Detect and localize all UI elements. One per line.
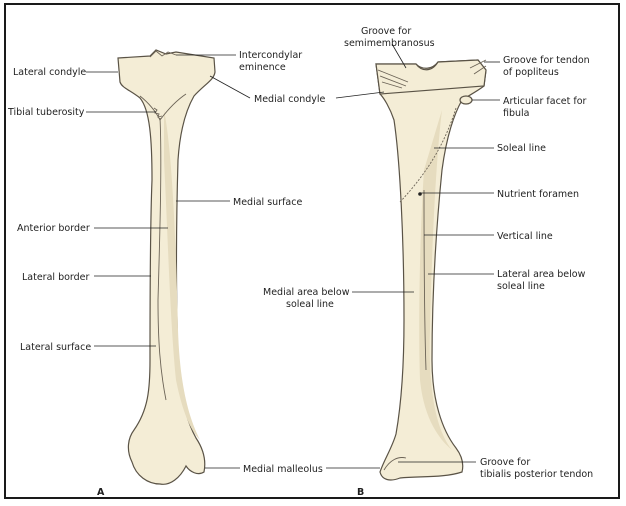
label-fibula-facet-line1: Articular facet for — [503, 96, 587, 107]
label-popliteus-line1: Groove for tendon — [503, 55, 590, 66]
tibia-anterior-outline — [117, 49, 216, 485]
vertical-line-ridge — [423, 189, 427, 371]
tibia-anterior-view — [117, 49, 216, 485]
tibia-posterior-view — [375, 59, 487, 481]
label-medial-condyle: Medial condyle — [254, 94, 326, 105]
label-medial-malleolus: Medial malleolus — [243, 464, 323, 475]
label-vertical-line: Vertical line — [497, 231, 553, 242]
label-tibialis-posterior-line2: tibialis posterior tendon — [480, 469, 593, 480]
tuberosity-outline — [139, 93, 187, 121]
label-intercondylar-line2: eminence — [239, 62, 286, 73]
tibialis-posterior-groove — [383, 457, 407, 471]
label-semimembranosus-line1: Groove for — [361, 26, 411, 37]
view-b-letter: B — [357, 487, 364, 498]
label-medial-area-line1: Medial area below — [263, 287, 350, 298]
label-popliteus-line2: of popliteus — [503, 67, 559, 78]
view-b-labels: Groove for semimembranosus Groove for te… — [263, 26, 593, 498]
intercondylar-eminence-ridge — [149, 50, 177, 58]
anterior-border-ridge — [157, 117, 167, 401]
label-semimembranosus-line2: semimembranosus — [344, 38, 435, 49]
label-lateral-surface: Lateral surface — [20, 342, 91, 353]
tuberosity-texture — [153, 107, 163, 118]
semimembranosus-groove — [377, 69, 409, 89]
label-anterior-border: Anterior border — [17, 223, 90, 234]
label-lateral-border: Lateral border — [22, 272, 90, 283]
label-medial-area-line2: soleal line — [286, 299, 334, 310]
label-nutrient-foramen: Nutrient foramen — [497, 189, 579, 200]
label-medial-surface: Medial surface — [233, 197, 302, 208]
label-intercondylar-line1: Intercondylar — [239, 50, 302, 61]
label-lateral-area-line2: soleal line — [497, 281, 545, 292]
label-lateral-condyle: Lateral condyle — [13, 67, 86, 78]
popliteus-groove — [469, 59, 487, 75]
fibular-facet — [459, 95, 473, 105]
tibia-anterior-shading — [164, 110, 200, 440]
label-tibial-tuberosity: Tibial tuberosity — [7, 107, 85, 118]
soleal-line-ridge — [399, 107, 457, 203]
label-tibialis-posterior-line1: Groove for — [480, 457, 530, 468]
label-soleal-line: Soleal line — [497, 143, 546, 154]
figure-frame — [4, 3, 620, 499]
view-a-leaders — [86, 54, 251, 469]
view-a-letter: A — [97, 487, 105, 498]
view-b-leaders — [326, 43, 500, 469]
label-lateral-area-line1: Lateral area below — [497, 269, 586, 280]
tibia-posterior-shading — [419, 110, 452, 450]
view-a-labels: Lateral condyle Intercondylar eminence T… — [7, 50, 326, 498]
label-fibula-facet-line2: fibula — [503, 108, 530, 119]
